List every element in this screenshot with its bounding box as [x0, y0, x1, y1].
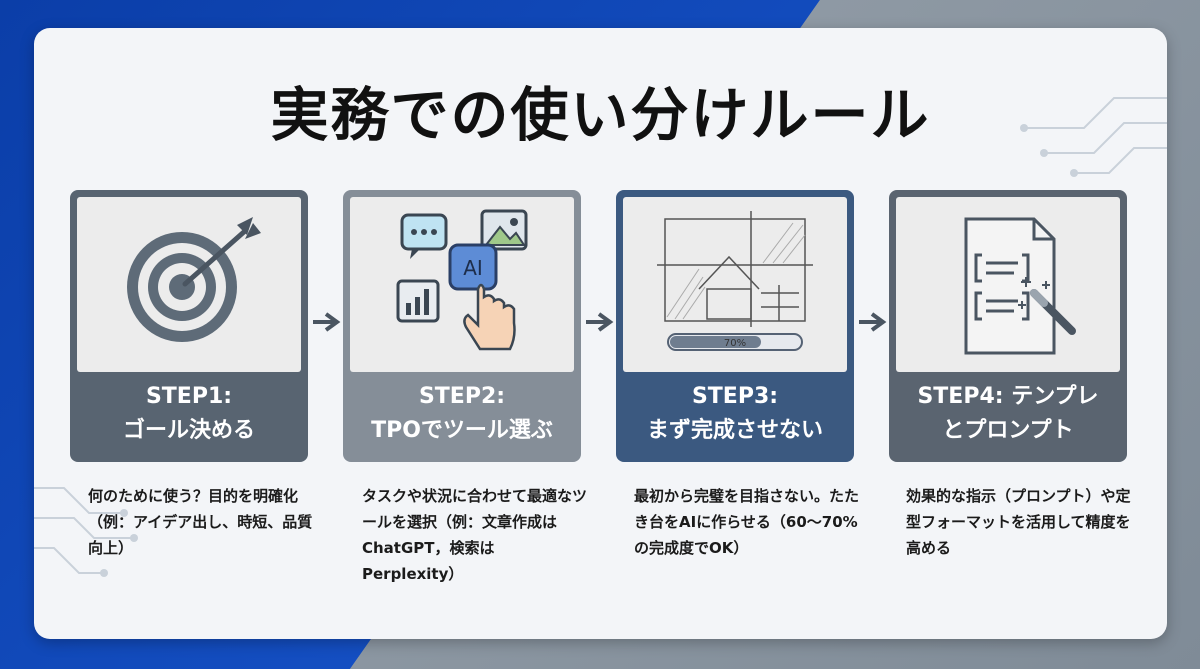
arrow-icon [313, 312, 341, 332]
step-1-panel [77, 197, 301, 372]
step-2-panel: AI [350, 197, 574, 372]
step-4-label: STEP4: テンプレ とプロンプト [917, 384, 1099, 443]
arrow-icon [859, 312, 887, 332]
step-2-label: STEP2: TPOでツール選ぶ [371, 384, 553, 443]
arrow-icon [586, 312, 614, 332]
main-card: 実務での使い分けルール STEP1: ゴール決める [34, 28, 1167, 639]
ai-badge-text: AI [463, 256, 483, 280]
step-1-description: 何のために使う？目的を明確化（例：アイデア出し、時短、品質向上） [88, 487, 313, 557]
progress-text: 70% [724, 338, 746, 349]
step-3-card: 70% STEP3: まず完成させない [616, 190, 854, 462]
sketch-house-icon: 70% [657, 211, 813, 351]
step-4-description: 効果的な指示（プロンプト）や定型フォーマットを活用して精度を高める [906, 487, 1131, 557]
ai-tools-icon: AI [396, 209, 528, 351]
step-4-panel [896, 197, 1120, 372]
step-2-description: タスクや状況に合わせて最適なツールを選択（例：文章作成はChatGPT，検索はP… [362, 487, 588, 583]
progress-bar-fill [670, 336, 761, 348]
target-icon [127, 217, 261, 342]
page-title: 実務での使い分けルール [270, 81, 931, 149]
circuit-decoration [34, 97, 1167, 577]
step-2-card: AI STEP2: TPOでツール選ぶ [343, 190, 581, 462]
step-3-label: STEP3: まず完成させない [646, 384, 823, 443]
step-3-description: 最初から完璧を目指さない。たたき台をAIに作らせる（60〜70%の完成度でOK） [634, 487, 860, 557]
step-3-panel: 70% [623, 197, 847, 372]
step-4-card: STEP4: テンプレ とプロンプト [889, 190, 1127, 462]
step-1-label: STEP1: ゴール決める [122, 384, 255, 443]
document-magic-wand-icon [964, 217, 1076, 355]
step-1-card: STEP1: ゴール決める [70, 190, 308, 462]
